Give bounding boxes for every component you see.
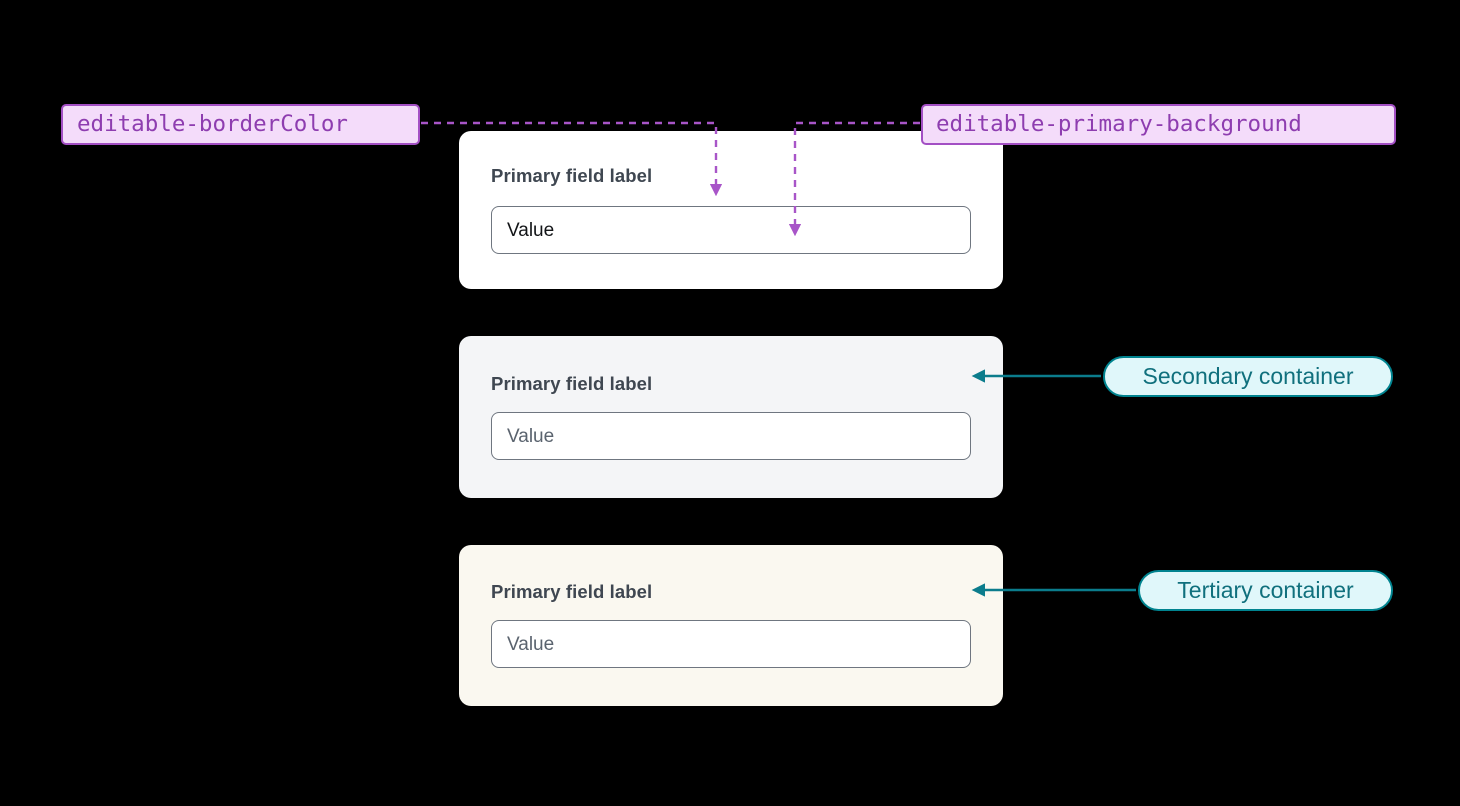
card-primary: Primary field label Value [459,131,1003,289]
callout-secondary-container: Secondary container [1103,356,1393,397]
tertiary-field-input[interactable]: Value [491,620,971,668]
callout-tertiary-container: Tertiary container [1138,570,1393,611]
secondary-field-input[interactable]: Value [491,412,971,460]
token-chip-editable-primary-background: editable-primary-background [921,104,1396,145]
card-tertiary: Primary field label Value [459,545,1003,706]
tertiary-field-value: Value [507,633,555,655]
token-chip-editable-border-color: editable-borderColor [61,104,420,145]
primary-field-input[interactable]: Value [491,206,971,254]
card-secondary: Primary field label Value [459,336,1003,498]
primary-field-value: Value [507,219,555,241]
tertiary-field-label: Primary field label [491,581,653,602]
secondary-field-value: Value [507,425,555,447]
primary-field-label: Primary field label [491,165,653,186]
secondary-field-label: Primary field label [491,373,653,394]
